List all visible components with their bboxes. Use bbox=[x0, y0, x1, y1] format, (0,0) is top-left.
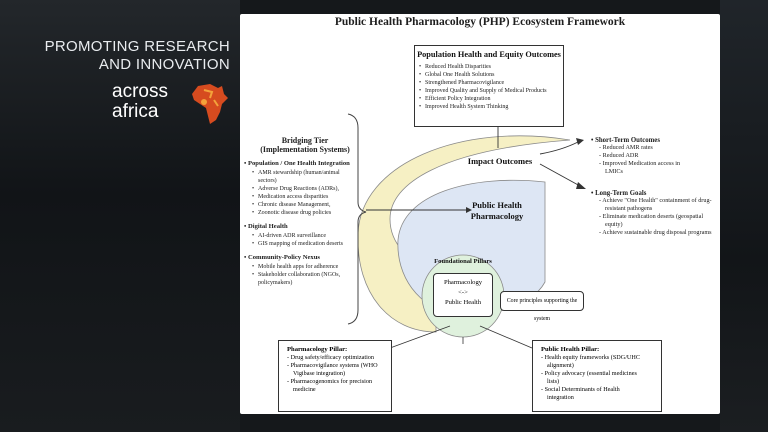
long-term-title: • Long-Term Goals bbox=[591, 190, 647, 197]
section-title: Digital Health bbox=[244, 223, 354, 231]
list-item: Stakeholder collaboration (NGOs, policym… bbox=[252, 271, 354, 287]
pharmacology-pillar-box: Pharmacology Pillar: - Drug safety/effic… bbox=[278, 340, 392, 412]
list-item: Adverse Drug Reactions (ADRs), bbox=[252, 185, 354, 193]
short-term-title: • Short-Term Outcomes bbox=[591, 137, 660, 144]
list-item: GIS mapping of medication deserts bbox=[252, 240, 354, 248]
list-item: Global One Health Solutions bbox=[419, 71, 563, 79]
inner-line-1: Pharmacology bbox=[443, 279, 483, 286]
php-label-line-2: Pharmacology bbox=[470, 211, 524, 221]
list-item: Reduced Health Disparities bbox=[419, 63, 563, 71]
list-item: Improved Quality and Supply of Medical P… bbox=[419, 87, 563, 95]
bridging-section-community: Community-Policy Nexus Mobile health app… bbox=[244, 254, 354, 287]
promo-line-1: PROMOTING RESEARCH bbox=[44, 38, 230, 55]
section-title: Population / One Health Integration bbox=[244, 160, 354, 168]
list-item: LMICs bbox=[605, 168, 623, 175]
php-label-line-1: Public Health bbox=[472, 200, 522, 210]
list-item: - Reduced AMR rates bbox=[599, 144, 653, 151]
logo-word-2: africa bbox=[112, 101, 159, 122]
php-label: Public Health Pharmacology bbox=[454, 200, 540, 222]
logo-word-1: across bbox=[112, 81, 168, 102]
bridging-section-digital: Digital Health AI-driven ADR surveillanc… bbox=[244, 223, 354, 248]
public-health-pillar-box: Public Health Pillar: - Health equity fr… bbox=[532, 340, 662, 412]
list-item: Strengthened Pharmacovigilance bbox=[419, 79, 563, 87]
list-item: Zoonotic disease drug policies bbox=[252, 209, 354, 217]
short-term-outcomes: • Short-Term Outcomes - Reduced AMR rate… bbox=[591, 137, 726, 176]
list-item: - Drug safety/efficacy optimization bbox=[287, 354, 374, 361]
section-title: Community-Policy Nexus bbox=[244, 254, 354, 262]
background-left-panel bbox=[0, 0, 240, 432]
across-africa-logo: across africa bbox=[112, 80, 232, 128]
promo-heading: PROMOTING RESEARCH AND INNOVATION bbox=[40, 38, 230, 74]
list-item: lists) bbox=[547, 378, 560, 385]
list-item: - Achieve sustainable drug disposal prog… bbox=[599, 229, 712, 236]
public-health-pillar-title: Public Health Pillar: bbox=[541, 346, 600, 353]
list-item: resistant pathogens bbox=[605, 205, 653, 212]
list-item: - Social Determinants of Health bbox=[541, 386, 620, 393]
framework-slide: Public Health Pharmacology (PHP) Ecosyst… bbox=[240, 14, 720, 414]
long-term-goals: • Long-Term Goals - Achieve "One Health"… bbox=[591, 190, 726, 237]
core-principles-box: Core principles supporting the system bbox=[500, 291, 584, 322]
list-item: equity) bbox=[605, 221, 623, 228]
slide-title: Public Health Pharmacology (PHP) Ecosyst… bbox=[334, 16, 626, 28]
list-item: integration bbox=[547, 394, 574, 401]
list-item: Vigibase integration) bbox=[293, 370, 346, 377]
list-item: - Pharmacogenomics for precision bbox=[287, 378, 373, 385]
bridging-title-1: Bridging Tier bbox=[281, 136, 329, 145]
bridging-section-population: Population / One Health Integration AMR … bbox=[244, 160, 354, 217]
list-item: Efficient Policy Integration bbox=[419, 95, 563, 103]
list-item: - Eliminate medication deserts (geospati… bbox=[599, 213, 704, 220]
inner-line-3: Public Health bbox=[444, 299, 482, 306]
impact-outcomes-label: Impact Outcomes bbox=[467, 156, 533, 166]
bridging-title-2: (Implementation Systems) bbox=[260, 145, 350, 154]
list-item: Medication access disparities bbox=[252, 193, 354, 201]
list-item: - Achieve "One Health" containment of dr… bbox=[599, 197, 712, 204]
list-item: AI-driven ADR surveillance bbox=[252, 232, 354, 240]
list-item: - Pharmacovigilance systems (WHO bbox=[287, 362, 378, 369]
africa-map-icon bbox=[192, 84, 228, 124]
promo-line-2: AND INNOVATION bbox=[98, 56, 230, 73]
pharmacology-public-health-box: Pharmacology <-> Public Health bbox=[433, 273, 493, 317]
list-item: Improved Health System Thinking bbox=[419, 103, 563, 111]
inner-line-2: <-> bbox=[458, 289, 468, 296]
short-term-title-text: Short-Term Outcomes bbox=[595, 137, 660, 144]
population-outcomes-box: Population Health and Equity Outcomes Re… bbox=[414, 45, 564, 127]
list-item: AMR stewardship (human/animal sectors) bbox=[252, 169, 354, 185]
list-item: alignment) bbox=[547, 362, 574, 369]
list-item: Chronic disease Management, bbox=[252, 201, 354, 209]
list-item: - Reduced ADR bbox=[599, 152, 639, 159]
core-principles-text: Core principles supporting the system bbox=[506, 298, 578, 322]
bridging-bracket bbox=[347, 113, 367, 325]
list-item: - Policy advocacy (essential medicines bbox=[541, 370, 637, 377]
population-outcomes-title: Population Health and Equity Outcomes bbox=[417, 50, 561, 59]
list-item: Mobile health apps for adherence bbox=[252, 263, 354, 271]
list-item: - Improved Medication access in bbox=[599, 160, 681, 167]
background-right-panel bbox=[720, 0, 768, 432]
pharmacology-pillar-title: Pharmacology Pillar: bbox=[287, 346, 348, 353]
bridging-tier: Bridging Tier (Implementation Systems) P… bbox=[244, 136, 354, 287]
list-item: medicine bbox=[293, 386, 316, 393]
list-item: - Health equity frameworks (SDG/UHC bbox=[541, 354, 640, 361]
long-term-title-text: Long-Term Goals bbox=[595, 190, 647, 197]
foundational-pillars-label: Foundational Pillars bbox=[434, 258, 492, 265]
